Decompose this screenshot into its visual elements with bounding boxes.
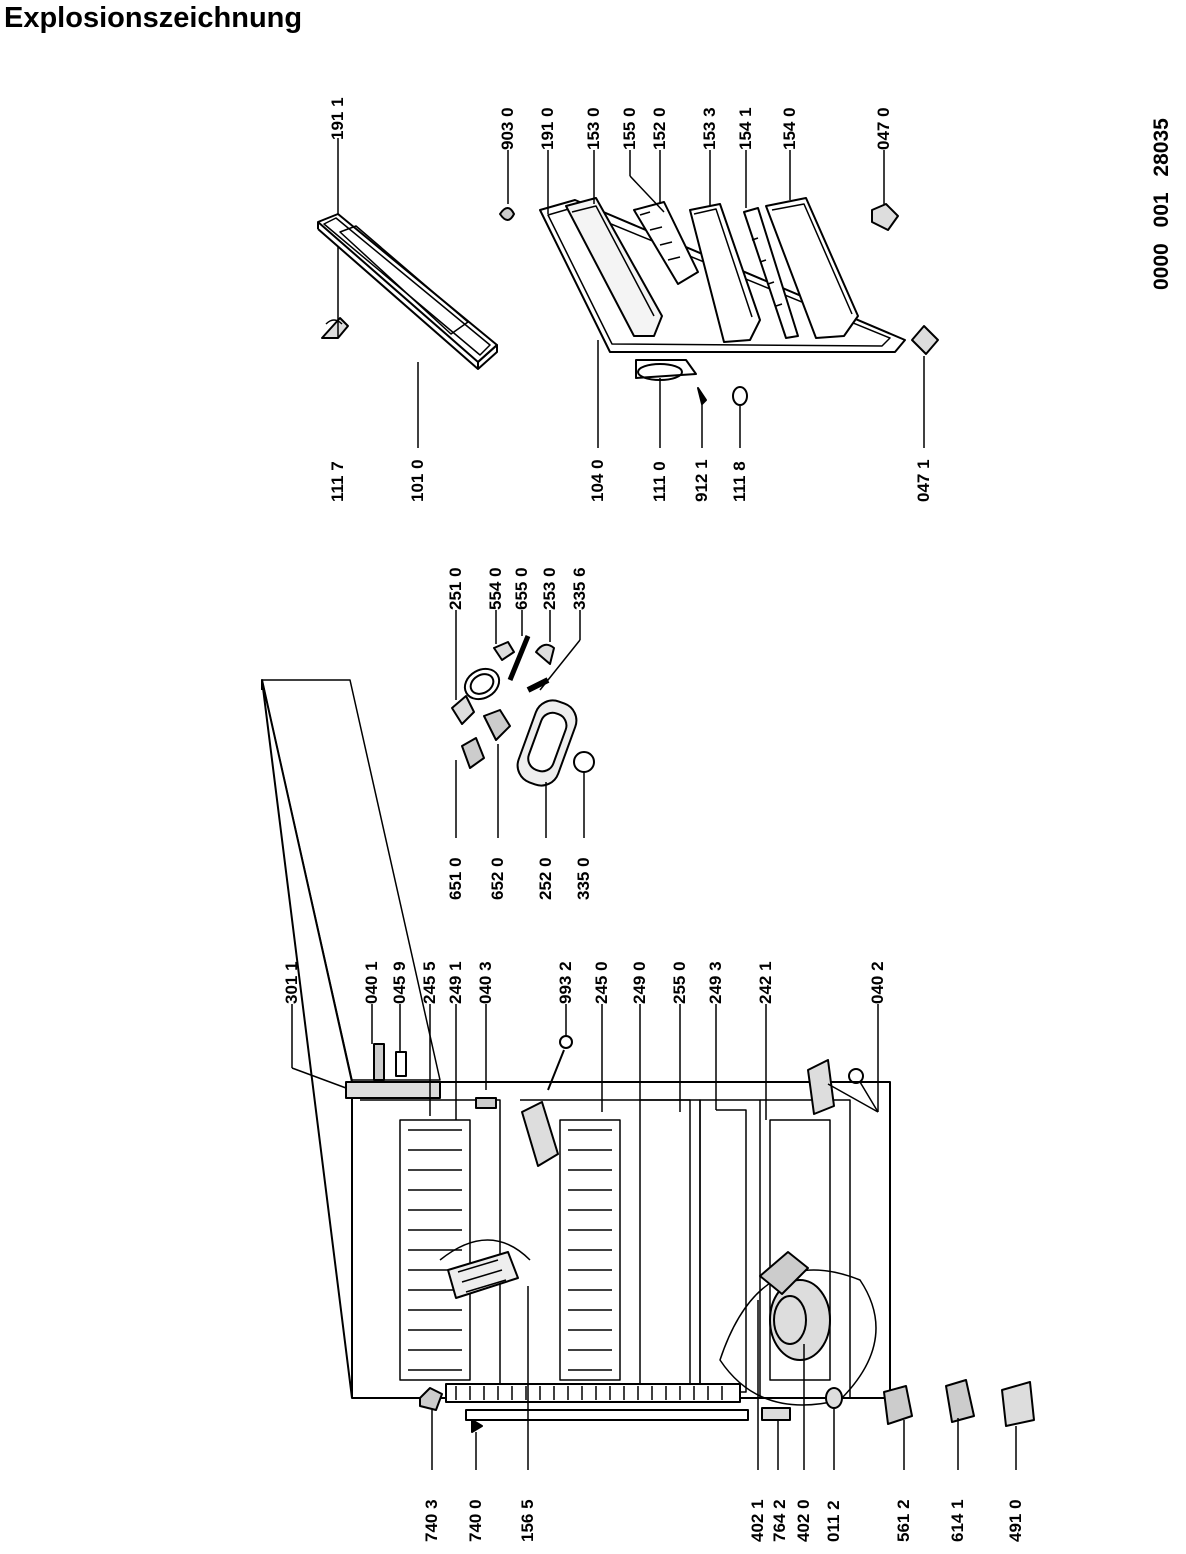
fridge-door-drawing — [499, 197, 939, 406]
part-label: 402 0 — [794, 1499, 813, 1542]
part-label: 301 1 — [282, 961, 301, 1004]
part-label: 912 1 — [692, 459, 711, 502]
part-label: 740 3 — [422, 1499, 441, 1542]
part-label: 154 0 — [780, 107, 799, 150]
part-label: 655 0 — [512, 567, 531, 610]
part-label: 993 2 — [556, 961, 575, 1004]
part-label: 651 0 — [446, 857, 465, 900]
part-label: 554 0 — [486, 567, 505, 610]
part-label: 153 0 — [584, 107, 603, 150]
part-label: 252 0 — [536, 857, 555, 900]
part-label: 335 6 — [570, 567, 589, 610]
thermostat-assembly-drawing — [451, 635, 595, 787]
part-label: 156 5 — [518, 1499, 537, 1542]
part-label: 155 0 — [620, 107, 639, 150]
part-label: 652 0 — [488, 857, 507, 900]
part-label: 152 0 — [650, 107, 669, 150]
part-label: 740 0 — [466, 1499, 485, 1542]
part-label: 153 3 — [700, 107, 719, 150]
part-label: 040 2 — [868, 961, 887, 1004]
part-label: 249 3 — [706, 961, 725, 1004]
part-label: 154 1 — [736, 107, 755, 150]
part-label: 251 0 — [446, 567, 465, 610]
part-label: 402 1 — [748, 1499, 767, 1542]
part-label: 111 8 — [730, 461, 749, 502]
part-label: 047 0 — [874, 107, 893, 150]
part-label: 011 2 — [824, 1500, 843, 1542]
part-label: 242 1 — [756, 961, 775, 1004]
part-label: 111 0 — [650, 461, 669, 502]
part-label: 040 1 — [362, 961, 381, 1004]
part-label: 764 2 — [770, 1499, 789, 1542]
part-label: 903 0 — [498, 107, 517, 150]
part-label: 561 2 — [894, 1499, 913, 1542]
part-label: 191 0 — [538, 107, 557, 150]
cabinet-drawing — [261, 679, 1035, 1433]
part-label: 614 1 — [948, 1499, 967, 1542]
part-label: 111 7 — [328, 461, 347, 502]
part-label: 335 0 — [574, 857, 593, 900]
part-label: 249 0 — [630, 961, 649, 1004]
freezer-door-drawing — [317, 213, 498, 370]
part-label: 045 9 — [390, 961, 409, 1004]
part-label: 040 3 — [476, 961, 495, 1004]
part-label: 101 0 — [408, 459, 427, 502]
page-title: Explosionszeichnung — [4, 2, 303, 34]
part-label: 491 0 — [1006, 1499, 1025, 1542]
part-label: 255 0 — [670, 961, 689, 1004]
part-label: 104 0 — [588, 459, 607, 502]
part-label: 047 1 — [914, 459, 933, 502]
part-label: 191 1 — [328, 97, 347, 140]
part-label: 249 1 — [446, 961, 465, 1004]
part-label: 253 0 — [540, 567, 559, 610]
part-label: 245 0 — [592, 961, 611, 1004]
part-label: 245 5 — [420, 961, 439, 1004]
